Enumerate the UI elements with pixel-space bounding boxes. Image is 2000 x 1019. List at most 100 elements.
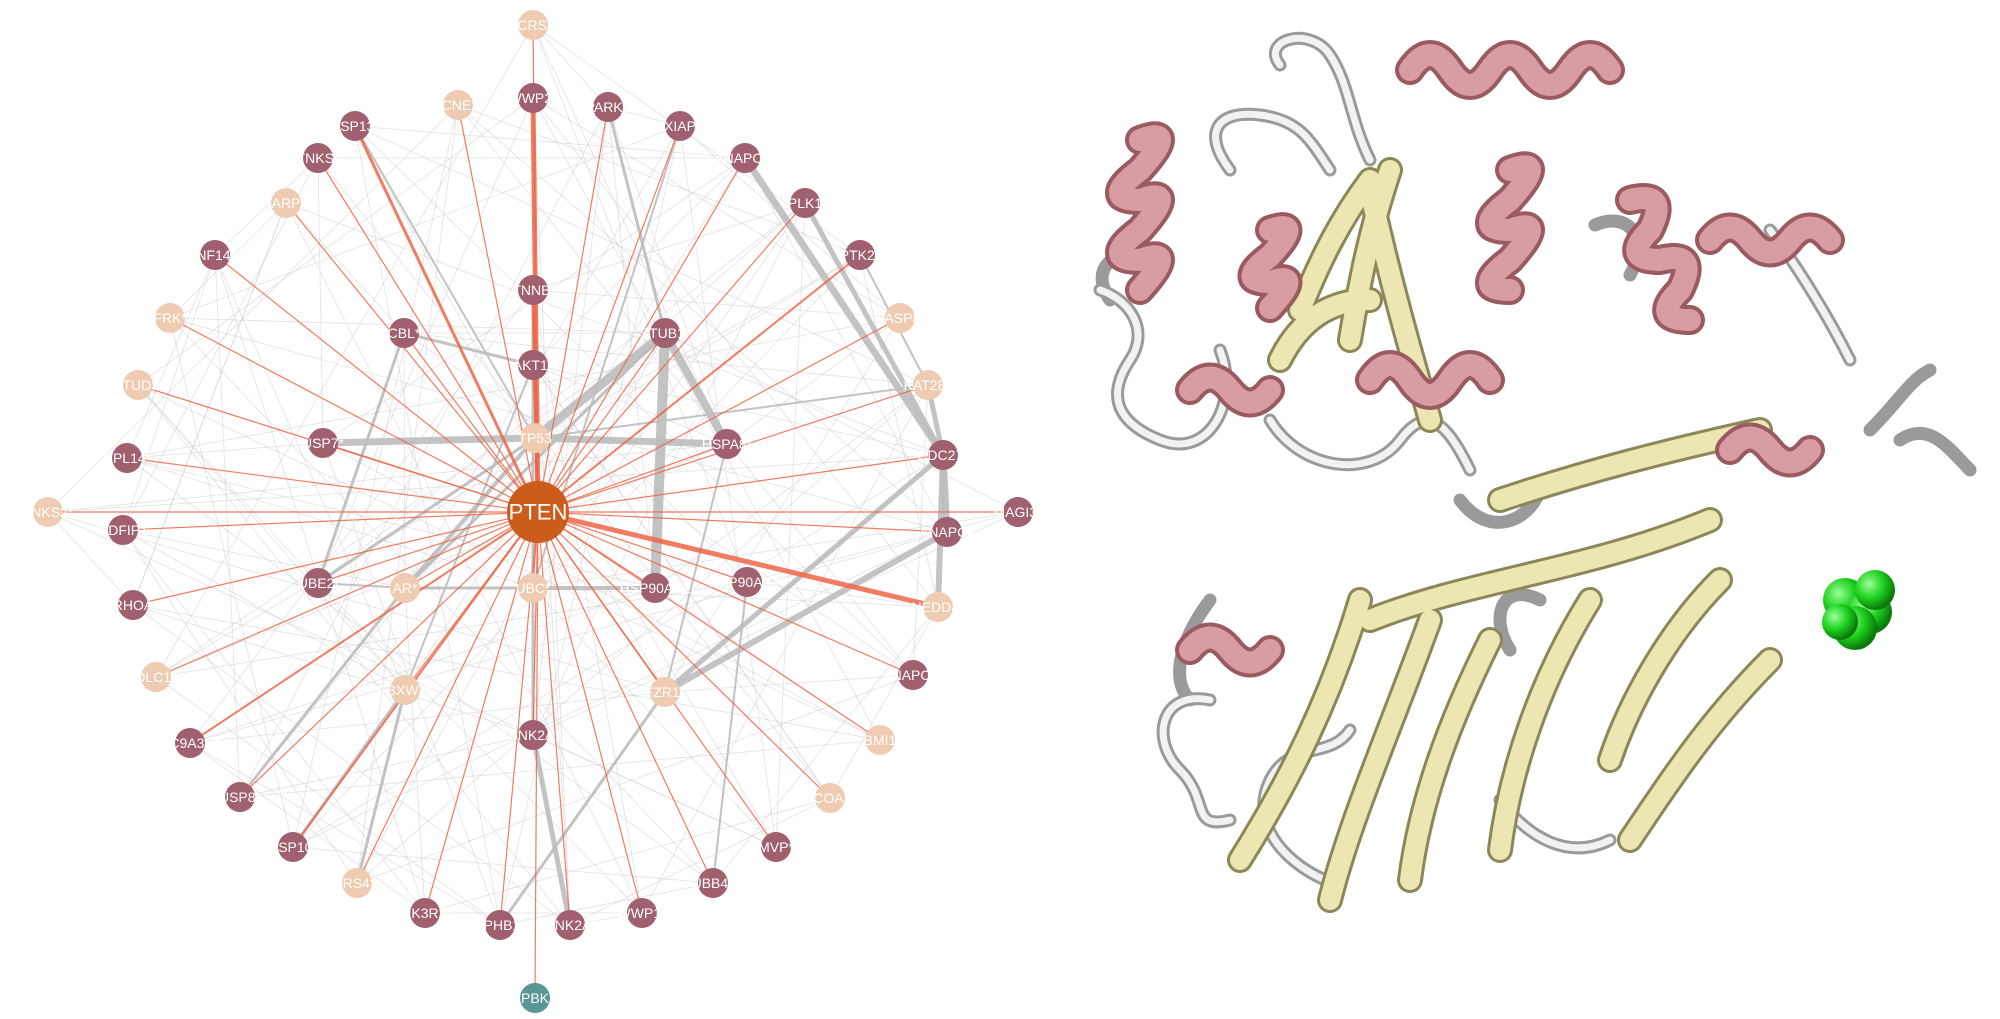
node-label: WWP2* [509, 90, 559, 106]
node-akt1: AKT1* [513, 350, 554, 380]
node-circle [303, 568, 333, 598]
network-edge [155, 676, 501, 926]
network-edge [532, 734, 777, 848]
node-circle [485, 910, 515, 940]
network-edge [214, 254, 406, 691]
network-edge [126, 442, 324, 459]
node-label: TP53 [518, 430, 552, 446]
node-fbxw7: FBXW7* [378, 675, 432, 705]
network-edge [742, 156, 946, 457]
network-edge [532, 24, 728, 445]
node-circle [627, 898, 657, 928]
node-ar: AR* [390, 573, 420, 603]
network-edge [137, 97, 534, 386]
node-label: XIAP [664, 118, 696, 134]
node-label: CDC27* [917, 447, 969, 463]
network-edge [664, 317, 901, 693]
network-edge [353, 125, 540, 513]
network-edge [532, 329, 668, 442]
network-edge [664, 443, 728, 693]
node-circle [518, 720, 548, 750]
network-edge [537, 202, 806, 513]
network-edge [126, 457, 534, 589]
node-hsp90ab1: HSP90AB1* [709, 567, 786, 597]
node-label: PIK3R2* [398, 905, 452, 921]
network-edge [537, 157, 746, 513]
node-cdc27: CDC27* [917, 440, 969, 470]
node-label: KAT2B* [904, 377, 953, 393]
network-edge [679, 125, 777, 848]
node-circle [932, 517, 962, 547]
network-edge [317, 157, 324, 444]
node-label: CCNE2* [432, 97, 485, 113]
node-circle [118, 590, 148, 620]
node-circle [141, 662, 171, 692]
network-edge [317, 511, 539, 584]
network-edge [726, 317, 901, 445]
node-label: MCRS1* [506, 17, 561, 33]
node-label: PLK1 [788, 195, 822, 211]
node-usp10: USP10* [268, 832, 318, 862]
network-nodes: MCRS1*WWP2*CCNE2*PARK7USP13*XIAPTNKS*ANA… [23, 10, 1043, 1013]
network-edge [537, 511, 948, 533]
node-usp13: USP13* [330, 111, 380, 141]
node-label: HSPA8* [702, 436, 753, 452]
network-edge [155, 511, 539, 678]
network-edge [322, 442, 539, 513]
network-edge [537, 332, 666, 513]
node-circle [518, 275, 548, 305]
network-edge [317, 97, 534, 584]
node-label: ANAPC5* [882, 667, 944, 683]
node-pten: PTEN [507, 481, 569, 543]
network-edge [356, 674, 914, 884]
node-xiap: XIAP [664, 111, 696, 141]
node-pik3r2: PIK3R2* [398, 898, 452, 928]
protein-structure [1093, 31, 1977, 913]
network-edge [650, 332, 670, 589]
network-edge [322, 442, 881, 741]
network-edge [122, 529, 358, 884]
network-edge [537, 125, 681, 513]
node-hsp90aa1: HSP90AA1 [620, 573, 691, 603]
network-edge [532, 289, 571, 926]
node-circle [928, 440, 958, 470]
node-circle [507, 481, 569, 543]
node-label: PBK [521, 990, 550, 1006]
node-ncoa3: NCOA3* [803, 783, 857, 813]
node-otud3: OTUD3* [112, 370, 165, 400]
node-label: PTEN [509, 500, 568, 525]
network-edge [122, 529, 426, 914]
network-edge [498, 691, 667, 926]
network-edge [126, 457, 539, 513]
node-irs4: IRS4* [339, 868, 376, 898]
network-edge [537, 509, 939, 610]
network-edge [537, 511, 914, 676]
node-label: TNKS* [297, 150, 340, 166]
network-edge [663, 529, 949, 695]
network-edge [744, 157, 948, 533]
node-kat2b: KAT2B* [904, 370, 953, 400]
node-label: USP7* [302, 435, 345, 451]
node-label: MVP* [758, 839, 794, 855]
node-label: NEDD4* [912, 599, 965, 615]
node-circle [33, 497, 63, 527]
network-edge [532, 106, 609, 736]
node-cbl: CBL* [388, 318, 421, 348]
network-edge [285, 202, 539, 513]
node-ephb1: EPHB1* [474, 910, 526, 940]
network-edge [122, 511, 539, 531]
node-circle [123, 370, 153, 400]
node-label: CASP8* [874, 310, 926, 326]
node-circle [640, 573, 670, 603]
network-edge [829, 606, 939, 799]
network-edge [641, 384, 929, 914]
node-label: MAGI3* [993, 504, 1043, 520]
network-edge [457, 104, 539, 513]
network-edge [661, 331, 731, 446]
network-edge [155, 332, 666, 678]
node-label: HSP90AB1* [709, 574, 786, 590]
network-edge [403, 331, 534, 367]
node-tubb4b: TUBB4B* [683, 868, 744, 898]
network-edge [532, 157, 746, 366]
node-casp8: CASP8* [874, 303, 926, 333]
